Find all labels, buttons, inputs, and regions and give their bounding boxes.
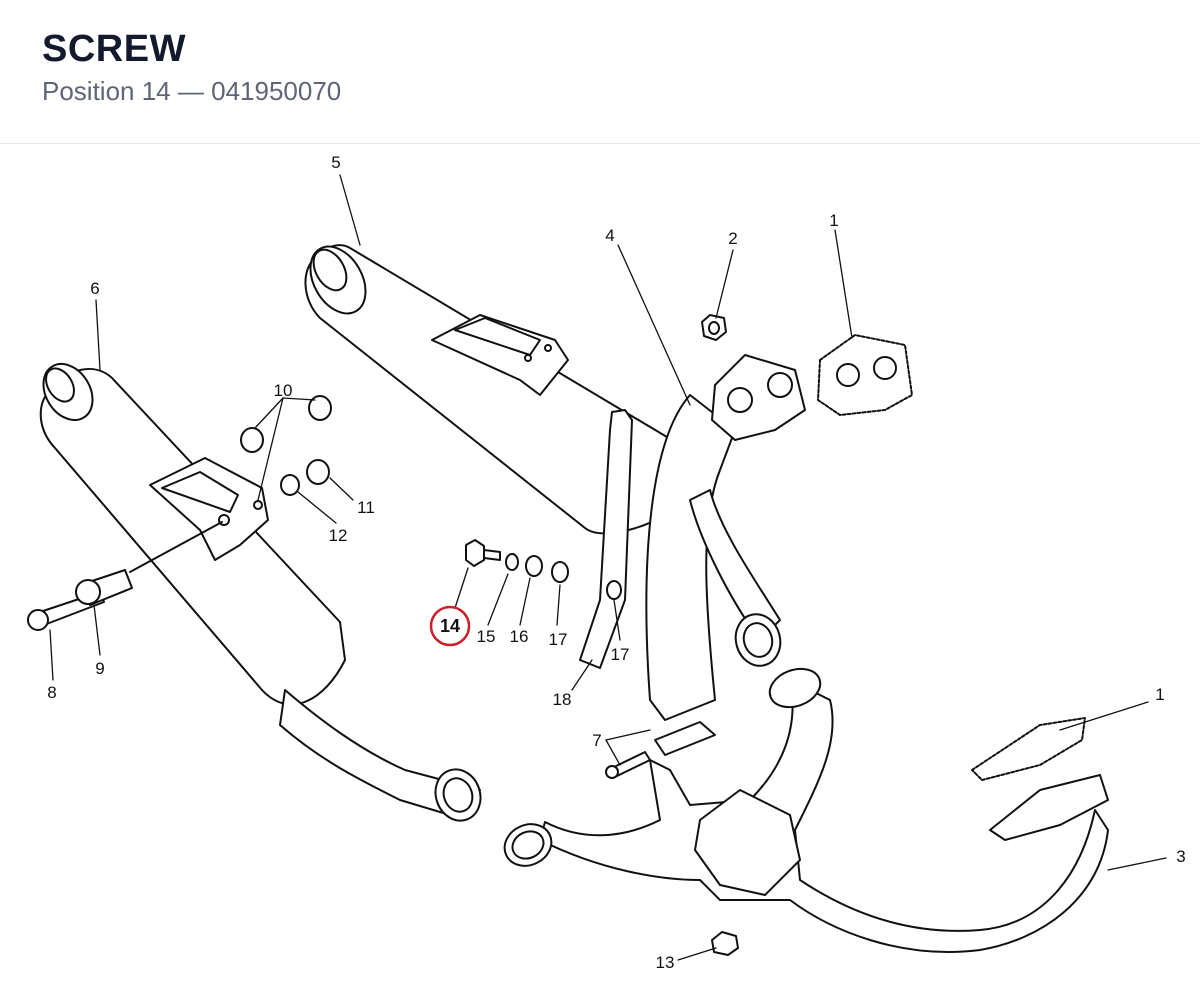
nut-13 bbox=[711, 931, 739, 956]
page-header: SCREW Position 14 — 041950070 bbox=[0, 0, 1200, 144]
part-subtitle: Position 14 — 041950070 bbox=[42, 76, 341, 107]
callout-9[interactable]: 9 bbox=[95, 659, 104, 678]
screw-8-spacer-9 bbox=[27, 521, 223, 631]
silencer-rear bbox=[304, 244, 673, 535]
callout-3[interactable]: 3 bbox=[1176, 847, 1185, 866]
callout-8[interactable]: 8 bbox=[47, 683, 56, 702]
grommets-10-12-11 bbox=[240, 395, 332, 496]
gasket-upper bbox=[817, 334, 913, 416]
lower-y-pipe bbox=[503, 667, 1109, 953]
exploded-diagram: 5 6 4 2 1 10 11 12 8 9 14 15 16 17 17 18… bbox=[0, 144, 1200, 996]
gasket-lower bbox=[971, 717, 1086, 781]
highlight-ring-14 bbox=[429, 605, 471, 647]
callout-16[interactable]: 16 bbox=[510, 627, 529, 646]
nut-2 bbox=[701, 314, 727, 341]
page-title: SCREW bbox=[42, 28, 186, 70]
screw-14-assembly bbox=[465, 539, 622, 600]
callout-5[interactable]: 5 bbox=[331, 153, 340, 172]
callout-labels: 5 6 4 2 1 10 11 12 8 9 14 15 16 17 17 18… bbox=[47, 153, 1185, 972]
leader-lines bbox=[49, 174, 1167, 961]
position-label: Position 14 bbox=[42, 76, 171, 106]
callout-7[interactable]: 7 bbox=[592, 731, 601, 750]
callout-14[interactable]: 14 bbox=[440, 616, 460, 636]
callout-4[interactable]: 4 bbox=[605, 226, 614, 245]
callout-13[interactable]: 13 bbox=[656, 953, 675, 972]
callout-10[interactable]: 10 bbox=[274, 381, 293, 400]
separator: — bbox=[177, 76, 204, 106]
callout-11[interactable]: 11 bbox=[357, 498, 375, 517]
callout-15[interactable]: 15 bbox=[477, 627, 496, 646]
callout-1-lower[interactable]: 1 bbox=[1155, 685, 1164, 704]
callout-1-upper[interactable]: 1 bbox=[829, 211, 838, 230]
header-pipe-upper bbox=[645, 354, 806, 721]
callout-17-left[interactable]: 17 bbox=[549, 630, 568, 649]
callout-6[interactable]: 6 bbox=[90, 279, 99, 298]
callout-12[interactable]: 12 bbox=[329, 526, 348, 545]
callout-18[interactable]: 18 bbox=[553, 690, 572, 709]
callout-2[interactable]: 2 bbox=[728, 229, 737, 248]
callout-17-right[interactable]: 17 bbox=[611, 645, 630, 664]
part-number: 041950070 bbox=[211, 76, 342, 106]
clamp-screw-7 bbox=[605, 751, 651, 779]
